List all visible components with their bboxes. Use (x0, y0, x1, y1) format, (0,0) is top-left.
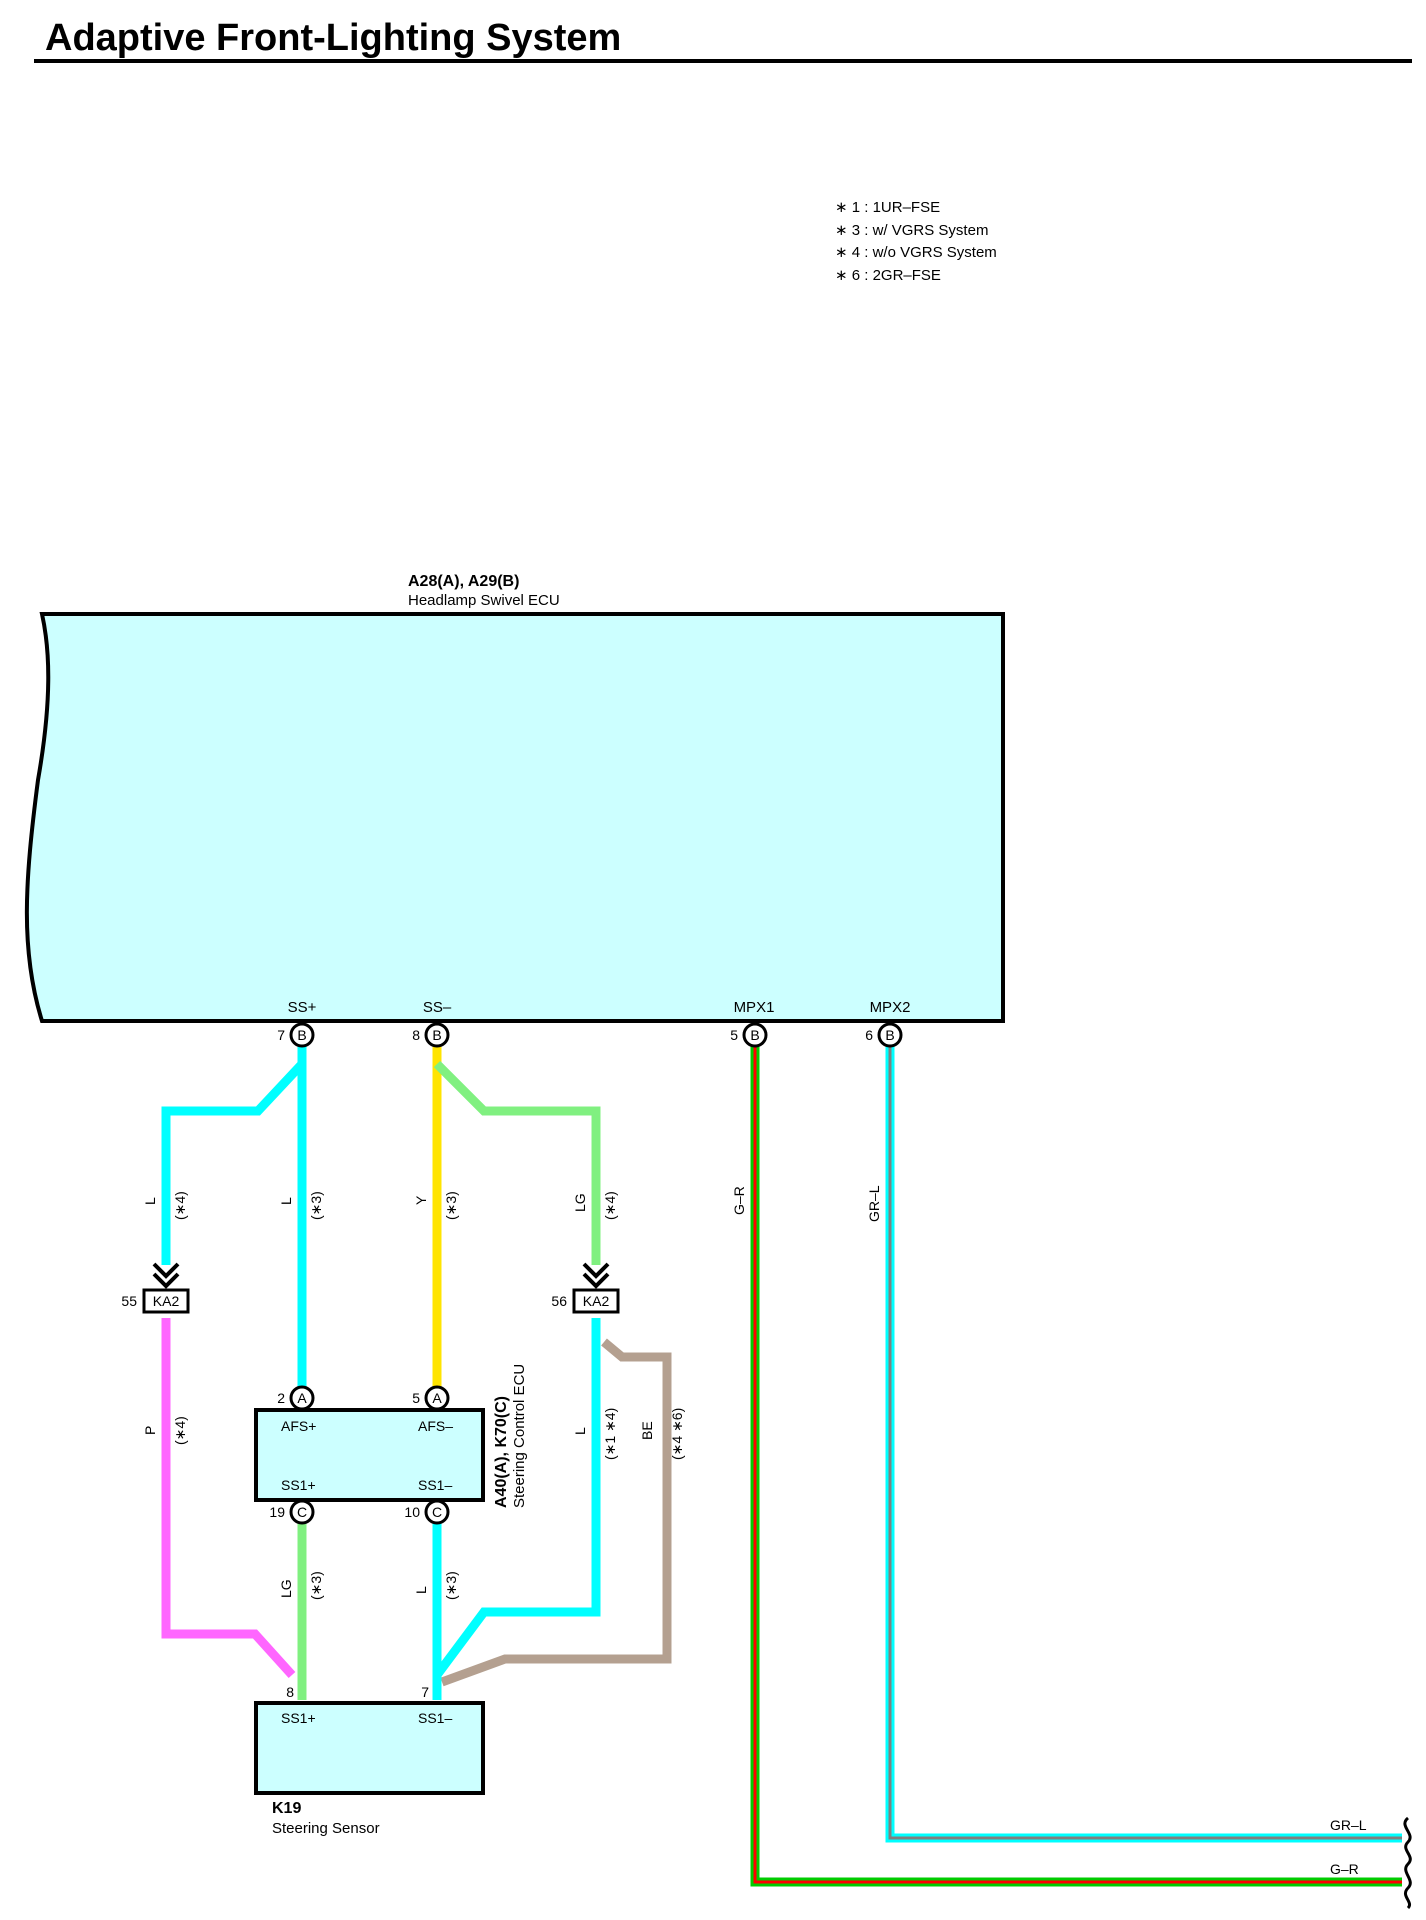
wire-label-w1-color: L (142, 1197, 158, 1205)
svg-text:KA2: KA2 (583, 1293, 610, 1309)
wire-label-w10-color: LG (278, 1579, 294, 1598)
svg-text:B: B (885, 1027, 894, 1043)
svg-text:C: C (297, 1504, 307, 1520)
connector-a5: A 5 (412, 1385, 450, 1411)
steering-ecu-code: A40(A), K70(C) (493, 1396, 510, 1508)
wire-label-w3-note: (∗3) (443, 1191, 459, 1220)
wire-l-ka2-ss1-minus (433, 1318, 601, 1678)
connector-a2: A 2 (277, 1385, 315, 1411)
wire-label-w11-note: (∗3) (443, 1571, 459, 1600)
headlamp-swivel-ecu-box (24, 612, 1005, 1023)
wire-lg-ss-minus-ka2 (433, 1060, 601, 1265)
wire-label-w2-note: (∗3) (308, 1191, 324, 1220)
note-3: ∗ 3 : w/ VGRS System (835, 222, 988, 239)
connector-c19: C 19 (269, 1499, 315, 1525)
pin-sensor-8: 8 (286, 1684, 294, 1700)
svg-text:B: B (297, 1027, 306, 1043)
connector-b8: B 8 (412, 1022, 450, 1048)
wire-label-w11-color: L (413, 1586, 429, 1594)
term-mpx2: MPX2 (870, 999, 911, 1016)
connector-b6: B 6 (865, 1022, 903, 1048)
page-title: Adaptive Front-Lighting System (45, 17, 621, 59)
svg-text:5: 5 (412, 1390, 420, 1406)
note-1: ∗ 1 : 1UR–FSE (835, 199, 940, 216)
wire-label-w6-color: GR–L (866, 1185, 882, 1222)
wire-label-w9-note: (∗4 ∗6) (669, 1408, 685, 1460)
svg-text:KA2: KA2 (153, 1293, 180, 1309)
wire-label-w1-note: (∗4) (172, 1191, 188, 1220)
wire-label-w4-note: (∗4) (602, 1191, 618, 1220)
svg-text:6: 6 (865, 1027, 873, 1043)
headlamp-ecu-name: Headlamp Swivel ECU (408, 592, 560, 609)
term-mpx1: MPX1 (734, 999, 775, 1016)
svg-text:7: 7 (277, 1027, 285, 1043)
connector-b5: B 5 (730, 1022, 768, 1048)
note-6: ∗ 6 : 2GR–FSE (835, 267, 941, 284)
note-4: ∗ 4 : w/o VGRS System (835, 244, 997, 261)
steering-sensor-box (254, 1701, 485, 1795)
term-ss-minus: SS– (423, 999, 452, 1016)
junction-ka2-56: KA2 56 (551, 1262, 620, 1314)
wire-be-ka2-ss1-minus (440, 1338, 672, 1687)
notes: ∗ 1 : 1UR–FSE ∗ 3 : w/ VGRS System ∗ 4 :… (835, 199, 997, 284)
svg-text:10: 10 (404, 1504, 420, 1520)
connector-c10: C 10 (404, 1499, 450, 1525)
svg-text:C: C (432, 1504, 442, 1520)
exit-label-g-r: G–R (1330, 1861, 1359, 1877)
exit-label-gr-l: GR–L (1330, 1817, 1367, 1833)
steering-ecu-name: Steering Control ECU (511, 1364, 528, 1508)
wire-label-w4-color: LG (572, 1193, 588, 1212)
junction-ka2-55: KA2 55 (121, 1262, 190, 1314)
wire-break-mark (1403, 1816, 1412, 1910)
term-ss1-minus-sensor: SS1– (418, 1710, 452, 1726)
wire-label-w8-color: L (572, 1427, 588, 1435)
wire-label-w8-note: (∗1 ∗4) (602, 1408, 618, 1460)
term-ss1-plus-sensor: SS1+ (281, 1710, 316, 1726)
wire-label-w10-note: (∗3) (308, 1571, 324, 1600)
svg-text:8: 8 (412, 1027, 420, 1043)
wire-l-ss-plus-ka2 (161, 1046, 307, 1265)
wire-label-w2-color: L (278, 1197, 294, 1205)
term-afs-plus: AFS+ (281, 1418, 316, 1434)
svg-text:56: 56 (551, 1293, 567, 1309)
wire-gr-l-mpx2 (885, 1046, 1402, 1843)
wire-label-w7-color: P (142, 1426, 158, 1435)
term-ss1-minus-ecu: SS1– (418, 1477, 452, 1493)
svg-text:19: 19 (269, 1504, 285, 1520)
svg-text:B: B (750, 1027, 759, 1043)
headlamp-ecu-code: A28(A), A29(B) (408, 573, 519, 590)
term-ss1-plus-ecu: SS1+ (281, 1477, 316, 1493)
steering-sensor-code: K19 (272, 1800, 301, 1817)
svg-text:2: 2 (277, 1390, 285, 1406)
wire-label-w7-note: (∗4) (172, 1416, 188, 1445)
wire-p-ka2-ss1-plus (161, 1318, 296, 1679)
svg-text:5: 5 (730, 1027, 738, 1043)
connector-b7: B 7 (277, 1022, 315, 1048)
svg-text:A: A (297, 1390, 307, 1406)
pin-sensor-7: 7 (421, 1684, 429, 1700)
wire-label-w5-color: G–R (731, 1186, 747, 1215)
wire-g-r-mpx1 (750, 1046, 1402, 1887)
svg-text:A: A (432, 1390, 442, 1406)
steering-control-ecu-box (254, 1408, 485, 1502)
wire-label-w3-color: Y (413, 1195, 429, 1205)
steering-sensor-name: Steering Sensor (272, 1820, 380, 1837)
term-afs-minus: AFS– (418, 1418, 453, 1434)
svg-text:55: 55 (121, 1293, 137, 1309)
wire-label-w9-color: BE (639, 1421, 655, 1440)
term-ss-plus: SS+ (288, 999, 317, 1016)
svg-text:B: B (432, 1027, 441, 1043)
